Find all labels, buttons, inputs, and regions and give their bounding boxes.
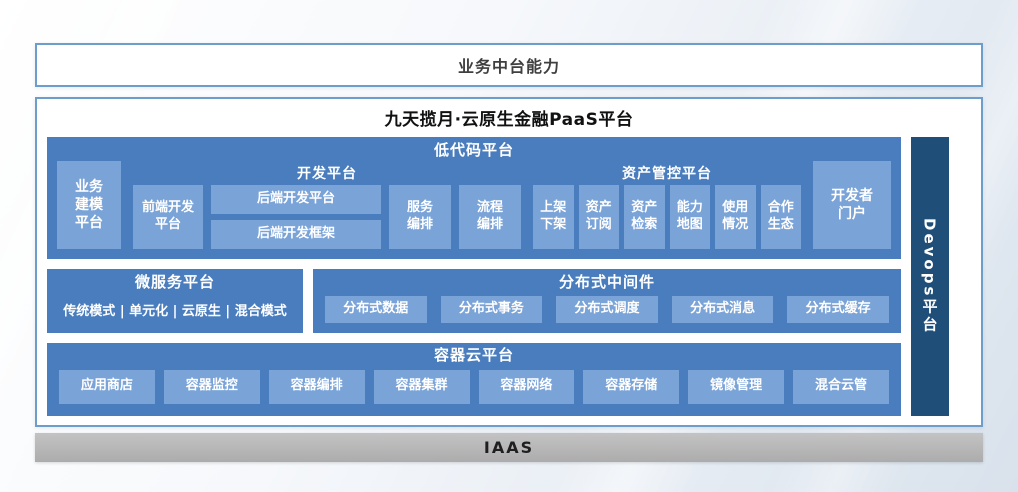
platform-left-column: 低代码平台 业务建模平台 开发平台 前端开发平台 后端开发平台 后端开发框架 — [47, 137, 901, 416]
middleware-box: 分布式缓存 — [787, 296, 889, 323]
backend-dev-stack: 后端开发平台 后端开发框架 — [211, 185, 381, 250]
microservice-modes: 传统模式 | 单元化 | 云原生 | 混合模式 — [63, 304, 287, 320]
middleware-row: 分布式数据 分布式事务 分布式调度 分布式消息 分布式缓存 — [313, 293, 901, 333]
asset-item-box: 资产订阅 — [578, 185, 619, 250]
container-box: 镜像管理 — [688, 369, 785, 404]
devops-bar: Devops平台 — [911, 137, 949, 416]
business-capability-banner: 业务中台能力 — [35, 43, 983, 87]
container-box: 应用商店 — [59, 369, 155, 404]
middleware-section: 分布式中间件 分布式数据 分布式事务 分布式调度 分布式消息 分布式缓存 — [313, 269, 901, 333]
low-code-title: 低代码平台 — [433, 140, 514, 159]
backend-framework-box: 后端开发框架 — [211, 220, 381, 250]
container-cloud-row: 应用商店 容器监控 容器编排 容器集群 容器网络 容器存储 镜像管理 混合云管 — [47, 367, 901, 416]
low-code-section: 低代码平台 业务建模平台 开发平台 前端开发平台 后端开发平台 后端开发框架 — [47, 137, 901, 260]
iaas-bar: IAAS — [35, 433, 983, 462]
platform-title: 九天揽月·云原生金融PaaS平台 — [384, 109, 634, 130]
business-modeling-box: 业务建模平台 — [57, 161, 121, 250]
business-capability-title: 业务中台能力 — [457, 57, 560, 76]
container-box: 容器编排 — [268, 369, 365, 404]
asset-control-row: 上架下架 资产订阅 资产检索 能力地图 使用情况 合作生态 — [533, 185, 801, 250]
middleware-title: 分布式中间件 — [558, 272, 655, 291]
platform-body: 低代码平台 业务建模平台 开发平台 前端开发平台 后端开发平台 后端开发框架 — [47, 137, 949, 416]
asset-item-box: 能力地图 — [669, 185, 710, 250]
middleware-box: 分布式数据 — [325, 296, 427, 323]
microservice-title: 微服务平台 — [134, 272, 215, 291]
process-orchestration-box: 流程编排 — [459, 185, 521, 250]
dev-platform-group: 开发平台 前端开发平台 后端开发平台 后端开发框架 服务编排 流程编排 — [133, 161, 521, 250]
microservice-section: 微服务平台 传统模式 | 单元化 | 云原生 | 混合模式 — [47, 269, 303, 333]
middle-row: 微服务平台 传统模式 | 单元化 | 云原生 | 混合模式 分布式中间件 分布式… — [47, 269, 901, 333]
middleware-box: 分布式调度 — [556, 296, 658, 323]
developer-portal-box: 开发者门户 — [813, 161, 891, 250]
asset-item-box: 使用情况 — [715, 185, 756, 250]
container-cloud-title: 容器云平台 — [433, 346, 514, 365]
container-box: 容器网络 — [478, 369, 575, 404]
container-box: 容器监控 — [163, 369, 260, 404]
service-orchestration-box: 服务编排 — [389, 185, 451, 250]
asset-control-title: 资产管控平台 — [622, 166, 712, 182]
frontend-dev-box: 前端开发平台 — [133, 185, 203, 250]
paas-platform-panel: 九天揽月·云原生金融PaaS平台 低代码平台 业务建模平台 开发平台 前端开发平… — [35, 97, 983, 427]
low-code-body: 业务建模平台 开发平台 前端开发平台 后端开发平台 后端开发框架 服务编排 流 — [47, 161, 901, 259]
devops-label: Devops平台 — [920, 218, 939, 335]
dev-platform-title: 开发平台 — [297, 166, 357, 182]
backend-platform-box: 后端开发平台 — [211, 185, 381, 215]
asset-item-box: 上架下架 — [533, 185, 574, 250]
asset-item-box: 资产检索 — [624, 185, 665, 250]
container-cloud-section: 容器云平台 应用商店 容器监控 容器编排 容器集群 容器网络 容器存储 镜像管理… — [47, 342, 901, 416]
container-box: 容器存储 — [583, 369, 680, 404]
container-box: 混合云管 — [793, 369, 889, 404]
middleware-box: 分布式消息 — [671, 296, 774, 323]
iaas-label: IAAS — [483, 438, 535, 457]
middleware-box: 分布式事务 — [440, 296, 543, 323]
asset-control-group: 资产管控平台 上架下架 资产订阅 资产检索 能力地图 使用情况 合作生态 — [533, 161, 801, 250]
container-box: 容器集群 — [373, 369, 470, 404]
dev-platform-row: 前端开发平台 后端开发平台 后端开发框架 服务编排 流程编排 — [133, 185, 521, 250]
asset-item-box: 合作生态 — [760, 185, 801, 250]
